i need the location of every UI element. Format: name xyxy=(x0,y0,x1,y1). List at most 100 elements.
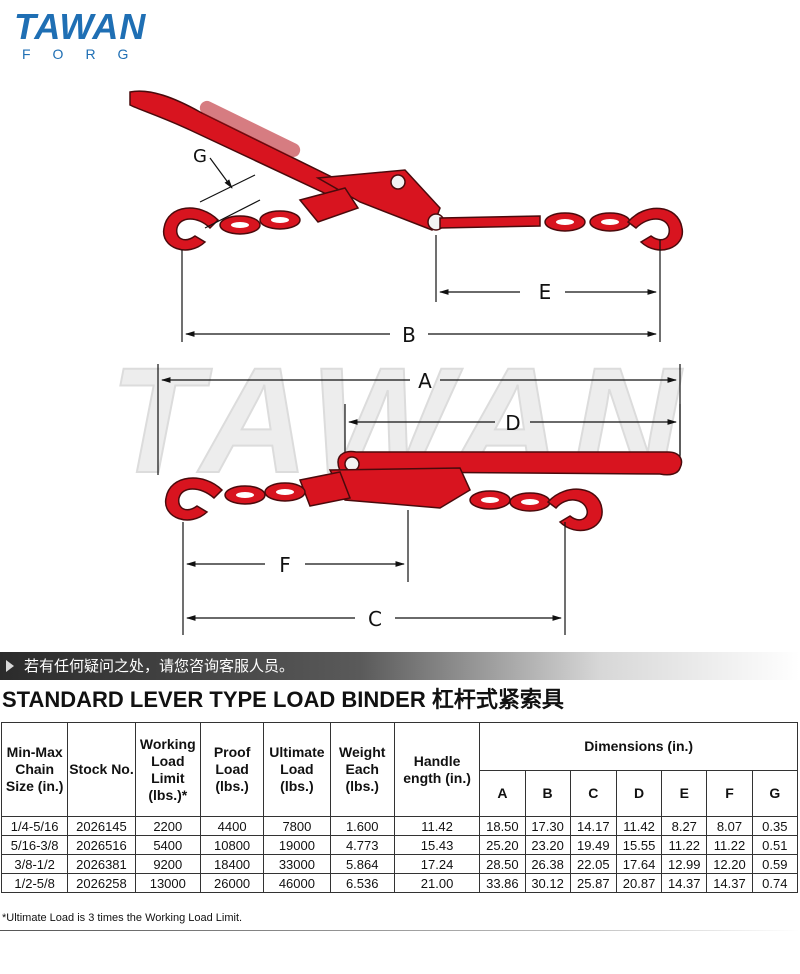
table-cell: 5.864 xyxy=(329,854,395,874)
table-cell: 17.64 xyxy=(615,854,663,874)
col-dim-c: C xyxy=(569,770,617,817)
col-weight: Weight Each (lbs.) xyxy=(329,722,395,817)
dimension-b-label: B xyxy=(402,323,416,347)
table-cell: 14.37 xyxy=(661,873,708,893)
hook-open-left xyxy=(163,207,220,251)
dimension-f-label: F xyxy=(279,553,291,577)
table-cell: 19.49 xyxy=(569,835,617,855)
table-cell: 1/4-5/16 xyxy=(0,816,69,836)
table-cell: 4400 xyxy=(199,816,265,836)
dimension-a-label: A xyxy=(418,369,432,393)
table-cell: 0.51 xyxy=(751,835,799,855)
table-cell: 2026145 xyxy=(67,816,136,836)
table-cell: 15.43 xyxy=(393,835,481,855)
table-cell: 0.74 xyxy=(751,873,799,893)
table-cell: 14.37 xyxy=(706,873,753,893)
table-cell: 20.87 xyxy=(615,873,663,893)
col-dim-d: D xyxy=(615,770,663,817)
col-dim-a: A xyxy=(479,770,526,817)
table-row: 1/2-5/8 2026258 13000 26000 46000 6.536 … xyxy=(0,873,799,893)
table-cell: 33000 xyxy=(263,854,331,874)
brand-logo: TAWAN FORG xyxy=(14,8,174,64)
binder-open-view xyxy=(129,90,683,251)
table-cell: 18.50 xyxy=(479,816,526,836)
dimension-b: B xyxy=(181,250,661,347)
table-cell: 8.27 xyxy=(661,816,708,836)
table-cell: 21.00 xyxy=(393,873,481,893)
table-cell: 0.35 xyxy=(751,816,799,836)
dimension-c-label: C xyxy=(368,607,382,631)
table-cell: 10800 xyxy=(199,835,265,855)
table-cell: 17.30 xyxy=(524,816,571,836)
table-header-row: Min-Max Chain Size (in.) Stock No. Worki… xyxy=(0,722,798,817)
table-cell: 2026381 xyxy=(67,854,136,874)
table-cell: 30.12 xyxy=(524,873,571,893)
dimension-e-label: E xyxy=(539,280,552,304)
play-arrow-icon xyxy=(6,660,14,672)
table-cell: 14.17 xyxy=(569,816,617,836)
table-cell: 8.07 xyxy=(706,816,753,836)
dimension-d: D xyxy=(344,404,681,455)
table-cell: 28.50 xyxy=(479,854,526,874)
table-cell: 7800 xyxy=(263,816,331,836)
brand-name: TAWAN xyxy=(14,6,147,47)
table-cell: 4.773 xyxy=(329,835,395,855)
binder-open-handle xyxy=(129,90,343,200)
notice-text: 若有任何疑问之处，请您咨询客服人员。 xyxy=(24,657,295,675)
table-cell: 26.38 xyxy=(524,854,571,874)
table-cell: 46000 xyxy=(263,873,331,893)
table-cell: 2026258 xyxy=(67,873,136,893)
table-cell: 13000 xyxy=(134,873,201,893)
brand-watermark: TAWAN xyxy=(110,336,691,504)
col-chain-size: Min-Max Chain Size (in.) xyxy=(0,722,69,817)
table-cell: 5/16-3/8 xyxy=(0,835,69,855)
col-proof-load: Proof Load (lbs.) xyxy=(199,722,265,817)
table-cell: 11.42 xyxy=(615,816,663,836)
table-cell: 9200 xyxy=(134,854,201,874)
table-cell: 25.87 xyxy=(569,873,617,893)
divider xyxy=(0,930,800,931)
page-title: STANDARD LEVER TYPE LOAD BINDER 杠杆式紧索具 xyxy=(2,687,564,712)
table-row: 1/4-5/16 2026145 2200 4400 7800 1.600 11… xyxy=(0,816,799,836)
notice-bar: 若有任何疑问之处，请您咨询客服人员。 xyxy=(0,652,800,680)
dimension-e: E xyxy=(435,235,661,304)
table-cell: 11.42 xyxy=(393,816,481,836)
col-working-load: Working Load Limit (lbs.)* xyxy=(134,722,201,817)
table-cell: 5400 xyxy=(134,835,201,855)
col-dim-b: B xyxy=(524,770,571,817)
table-row: 5/16-3/8 2026516 5400 10800 19000 4.773 … xyxy=(0,835,799,855)
dimension-g-label: G xyxy=(193,146,207,167)
table-cell: 18400 xyxy=(199,854,265,874)
dimension-g: G xyxy=(193,146,261,229)
col-dim-e: E xyxy=(661,770,708,817)
table-cell: 2200 xyxy=(134,816,201,836)
spec-table: Min-Max Chain Size (in.) Stock No. Worki… xyxy=(0,722,799,893)
table-cell: 22.05 xyxy=(569,854,617,874)
table-header-row: A B C D E F G xyxy=(2,770,799,817)
table-cell: 23.20 xyxy=(524,835,571,855)
table-cell: 15.55 xyxy=(615,835,663,855)
table-cell: 19000 xyxy=(263,835,331,855)
table-cell: 1/2-5/8 xyxy=(0,873,69,893)
col-dimensions: Dimensions (in.) xyxy=(479,722,798,771)
hook-closed-right xyxy=(546,488,603,532)
table-cell: 17.24 xyxy=(393,854,481,874)
dimension-c: C xyxy=(186,522,566,635)
table-cell: 26000 xyxy=(199,873,265,893)
brand-sub: FORG xyxy=(22,46,151,62)
table-row: 3/8-1/2 2026381 9200 18400 33000 5.864 1… xyxy=(0,854,799,874)
dimension-d-label: D xyxy=(505,411,520,435)
table-cell: 12.20 xyxy=(706,854,753,874)
table-cell: 11.22 xyxy=(661,835,708,855)
footnote: *Ultimate Load is 3 times the Working Lo… xyxy=(2,912,243,924)
table-cell: 2026516 xyxy=(67,835,136,855)
binder-closed-view xyxy=(165,450,683,532)
dimension-f: F xyxy=(182,510,409,635)
table-cell: 3/8-1/2 xyxy=(0,854,69,874)
load-binder-diagram: TAWAN G E xyxy=(109,90,691,635)
table-cell: 33.86 xyxy=(479,873,526,893)
col-dim-f: F xyxy=(706,770,753,817)
col-ultimate-load: Ultimate Load (lbs.) xyxy=(263,722,331,817)
table-cell: 12.99 xyxy=(661,854,708,874)
table-cell: 25.20 xyxy=(479,835,526,855)
